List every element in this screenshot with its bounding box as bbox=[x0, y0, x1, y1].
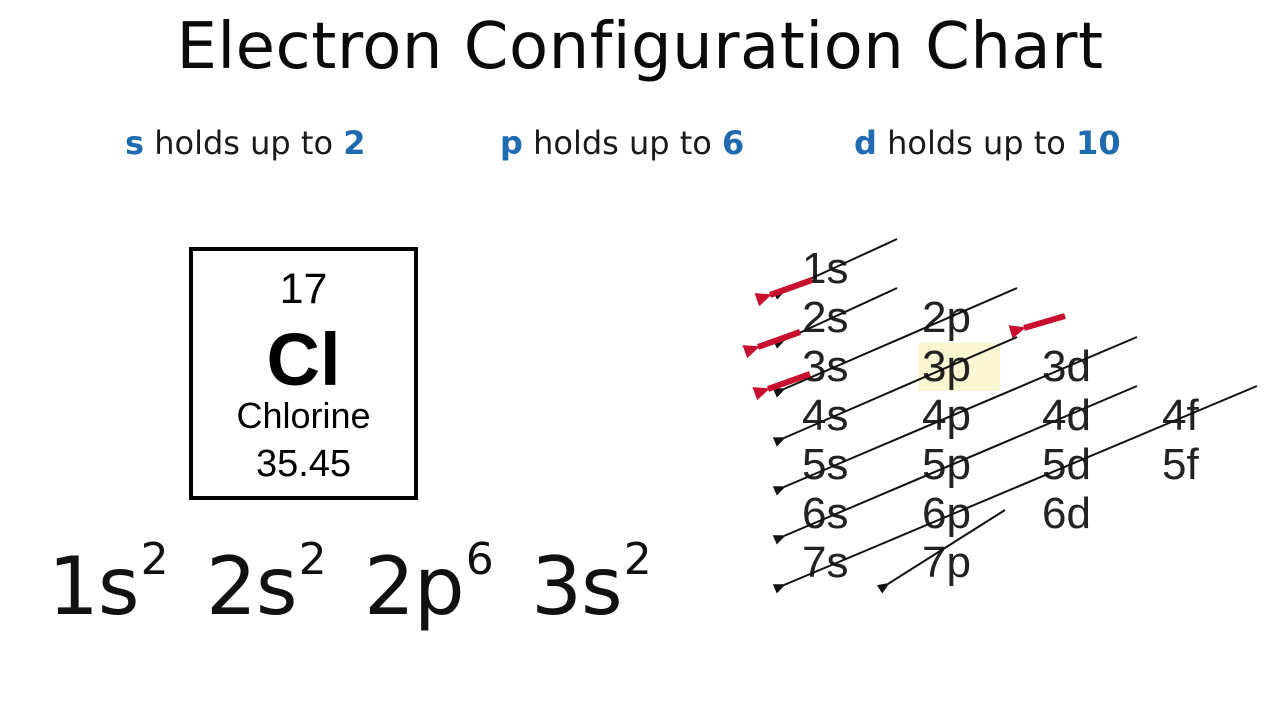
p-capacity-value: 6 bbox=[722, 124, 745, 162]
filling-diagonal-arrow bbox=[772, 336, 1018, 447]
config-electrons: 2 bbox=[298, 534, 327, 585]
p-capacity-text: holds up to bbox=[522, 124, 723, 162]
orbital-1s: 1s bbox=[802, 244, 848, 293]
element-symbol: Cl bbox=[266, 318, 341, 401]
s-capacity-text: holds up to bbox=[144, 124, 344, 162]
s-capacity-value: 2 bbox=[343, 124, 366, 162]
config-term: 1s2 bbox=[48, 534, 169, 633]
config-orbital: 2p bbox=[364, 540, 465, 633]
red-pointer-arrow-icon bbox=[1008, 313, 1066, 339]
config-term: 2s2 bbox=[206, 534, 327, 633]
orbital-6d: 6d bbox=[1042, 489, 1091, 538]
orbital-3s: 3s bbox=[802, 342, 848, 391]
d-letter: d bbox=[854, 124, 877, 162]
config-orbital: 3s bbox=[531, 540, 623, 633]
orbital-7p: 7p bbox=[922, 538, 971, 587]
d-capacity-note: d holds up to 10 bbox=[854, 124, 1121, 162]
filling-diagonal-arrow bbox=[772, 385, 1138, 545]
config-orbital: 1s bbox=[48, 540, 140, 633]
element-tile: 17 Cl Chlorine 35.45 bbox=[189, 247, 418, 500]
p-capacity-note: p holds up to 6 bbox=[500, 124, 744, 162]
filling-diagonal-arrow bbox=[772, 385, 1258, 594]
red-pointer-arrow-icon bbox=[742, 329, 802, 359]
filling-diagonal-arrow bbox=[772, 287, 898, 349]
electron-configuration: 1s2 2s2 2p6 3s2 bbox=[48, 534, 665, 633]
config-electrons: 6 bbox=[465, 534, 494, 585]
orbital-5d: 5d bbox=[1042, 440, 1091, 489]
config-term: 3s2 bbox=[531, 534, 652, 633]
orbital-6p: 6p bbox=[922, 489, 971, 538]
orbital-4s: 4s bbox=[802, 391, 848, 440]
element-name: Chlorine bbox=[236, 395, 371, 436]
atomic-number: 17 bbox=[279, 265, 328, 313]
filling-diagonal-arrow bbox=[772, 336, 1138, 496]
d-capacity-text: holds up to bbox=[876, 124, 1077, 162]
config-term: 2p6 bbox=[364, 534, 494, 633]
red-pointer-arrow-icon bbox=[754, 277, 814, 307]
p-letter: p bbox=[500, 124, 523, 162]
orbital-5f: 5f bbox=[1162, 440, 1199, 489]
filling-diagonal-arrow bbox=[876, 509, 1006, 594]
atomic-mass: 35.45 bbox=[255, 443, 352, 485]
red-pointer-arrow-icon bbox=[752, 371, 812, 401]
orbital-2s: 2s bbox=[802, 293, 848, 342]
page-title: Electron Configuration Chart bbox=[176, 10, 1104, 84]
orbital-5s: 5s bbox=[802, 440, 848, 489]
orbital-4p: 4p bbox=[922, 391, 971, 440]
orbital-6s: 6s bbox=[802, 489, 848, 538]
config-electrons: 2 bbox=[140, 534, 169, 585]
s-capacity-note: s holds up to 2 bbox=[125, 124, 365, 162]
d-capacity-value: 10 bbox=[1076, 124, 1121, 162]
orbital-7s: 7s bbox=[802, 538, 848, 587]
filling-diagonal-arrow bbox=[772, 287, 1018, 398]
orbital-4f: 4f bbox=[1162, 391, 1199, 440]
s-letter: s bbox=[125, 124, 145, 162]
orbital-5p: 5p bbox=[922, 440, 971, 489]
config-electrons: 2 bbox=[623, 534, 652, 585]
config-orbital: 2s bbox=[206, 540, 298, 633]
